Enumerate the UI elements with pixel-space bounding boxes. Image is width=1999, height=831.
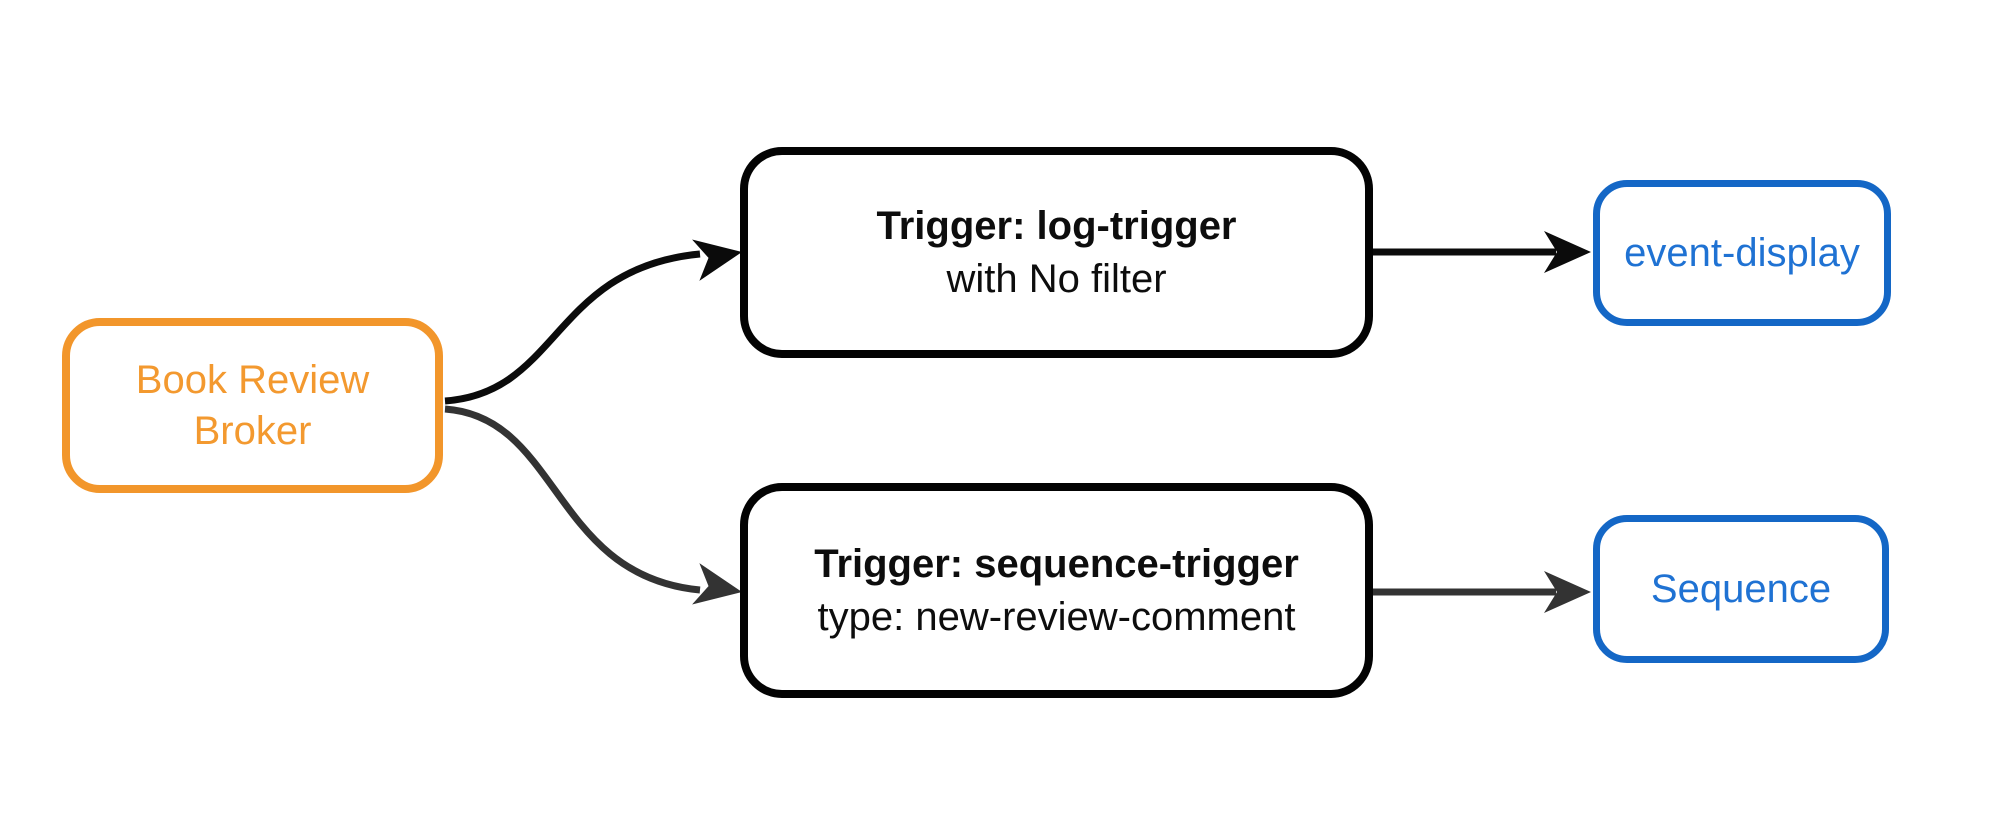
arrowhead-log-trigger-to-event-display [1544, 231, 1591, 273]
edge-broker-to-sequence-trigger [444, 405, 701, 594]
node-event-display-label: event-display [1624, 231, 1860, 275]
node-book-review-broker: Book Review Broker [62, 318, 443, 493]
node-sequence: Sequence [1593, 515, 1889, 663]
node-log-trigger-title: Trigger: log-trigger [876, 203, 1237, 248]
node-log-trigger: Trigger: log-trigger with No filter [740, 147, 1373, 358]
arrowhead-sequence-trigger-to-sequence [1544, 571, 1591, 613]
edge-broker-to-log-trigger [444, 250, 701, 405]
node-book-review-broker-label-line2: Broker [193, 408, 312, 453]
node-sequence-trigger-title: Trigger: sequence-trigger [814, 541, 1299, 586]
arrowhead-broker-to-sequence-trigger [692, 563, 742, 605]
node-log-trigger-subtitle: with No filter [946, 256, 1167, 301]
node-book-review-broker-label-line1: Book Review [135, 357, 370, 402]
node-event-display: event-display [1593, 180, 1891, 326]
node-sequence-label: Sequence [1650, 567, 1832, 611]
node-sequence-trigger: Trigger: sequence-trigger type: new-revi… [740, 483, 1373, 698]
arrowhead-broker-to-log-trigger [692, 239, 742, 281]
node-sequence-trigger-subtitle: type: new-review-comment [817, 594, 1296, 639]
